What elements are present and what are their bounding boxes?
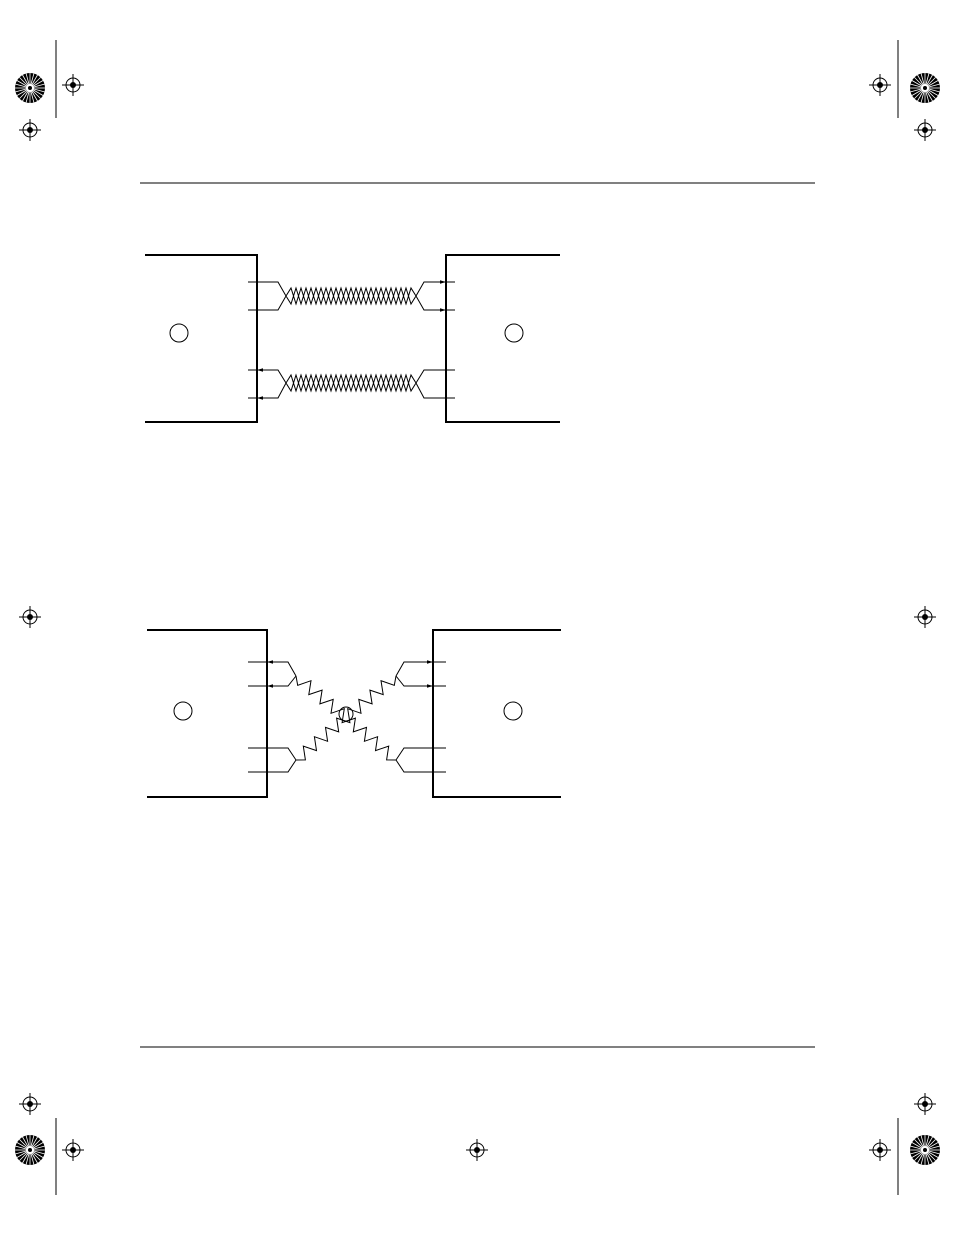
pin-lines-top bbox=[248, 282, 455, 398]
crosshair-circle-icon bbox=[914, 119, 936, 141]
crosshair-circle-icon bbox=[914, 1093, 936, 1115]
registration-sunburst-icon bbox=[910, 73, 940, 103]
twisted-pair-receive bbox=[257, 370, 446, 398]
right-port-circle bbox=[505, 324, 523, 342]
crosshair-circle-icon bbox=[869, 74, 891, 96]
right-device-box-2 bbox=[433, 630, 561, 797]
crosshair-circle-icon bbox=[19, 1093, 41, 1115]
twisted-pair-transmit bbox=[257, 282, 446, 310]
left-device-box bbox=[145, 255, 257, 422]
right-port-circle-2 bbox=[504, 702, 522, 720]
left-port-circle bbox=[170, 324, 188, 342]
registration-sunburst-icon bbox=[15, 73, 45, 103]
crosshair-circle-icon bbox=[19, 606, 41, 628]
crosshair-circle-icon bbox=[62, 1139, 84, 1161]
registration-sunburst-icon bbox=[910, 1135, 940, 1165]
crossover-pair-b bbox=[267, 662, 433, 772]
registration-sunburst-icon bbox=[15, 1135, 45, 1165]
crossover-pair-a bbox=[267, 662, 433, 772]
crosshair-circle-icon bbox=[466, 1139, 488, 1161]
crosshair-circle-icon bbox=[869, 1139, 891, 1161]
crossover-junction-circle bbox=[339, 707, 353, 721]
crosshair-circle-icon bbox=[914, 606, 936, 628]
figure-straight-through bbox=[145, 255, 560, 422]
figure-crossover bbox=[147, 630, 561, 797]
left-port-circle-2 bbox=[174, 702, 192, 720]
crosshair-circle-icon bbox=[19, 119, 41, 141]
crosshair-circle-icon bbox=[62, 74, 84, 96]
right-device-box bbox=[446, 255, 560, 422]
registration-marks bbox=[15, 40, 940, 1195]
pin-lines-bottom bbox=[248, 662, 446, 772]
